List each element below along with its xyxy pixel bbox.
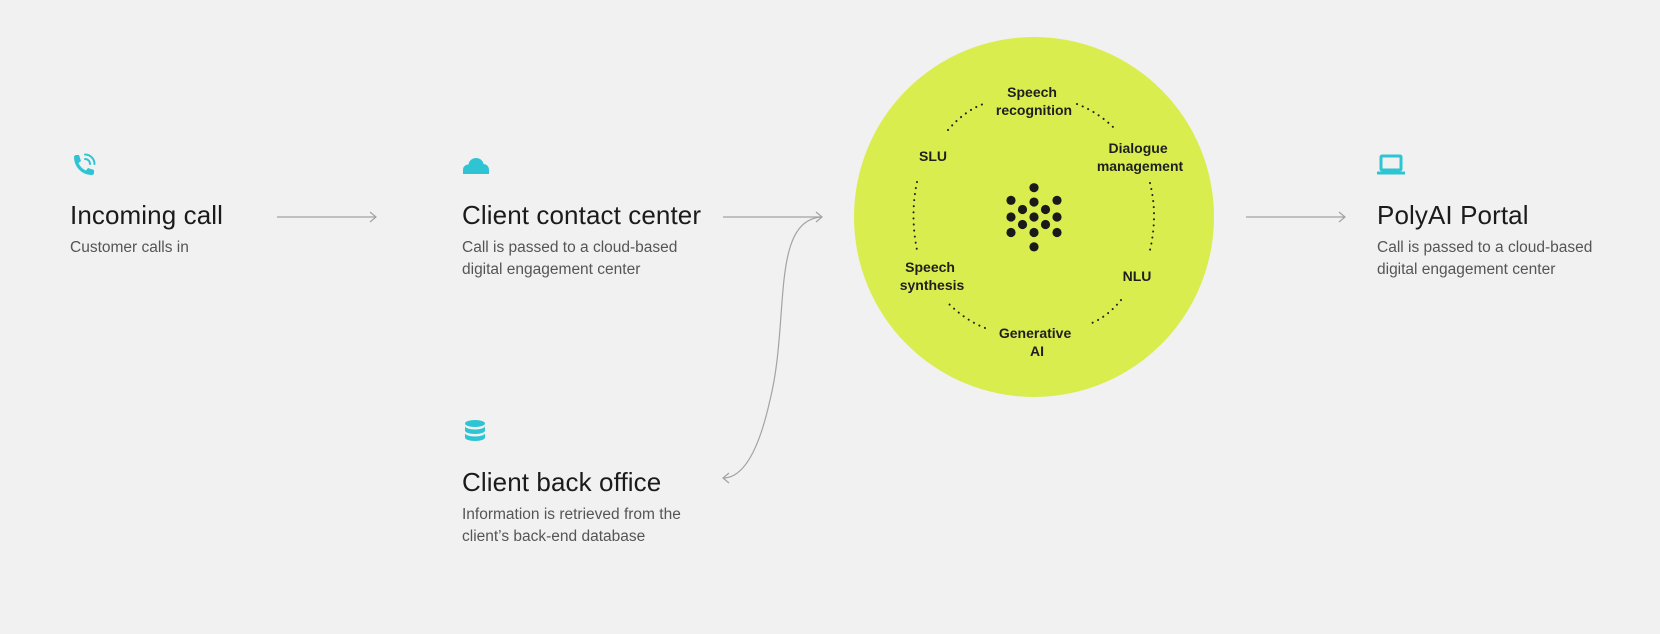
logo-dot: [1052, 195, 1062, 205]
logo-dot: [1029, 242, 1039, 252]
logo-dot: [1029, 197, 1039, 207]
label-speech-synthesis: Speech synthesis: [900, 259, 965, 293]
node-title: PolyAI Portal: [1377, 200, 1529, 230]
node-title: Client contact center: [462, 200, 702, 230]
logo-dot: [1052, 227, 1062, 238]
node-description: Customer calls in: [70, 239, 189, 256]
cloud-icon: [463, 158, 489, 174]
dotted-ring: [912, 102, 1155, 329]
logo-dot: [1040, 219, 1051, 230]
logo-dot: [1029, 212, 1039, 222]
logo-dot: [1006, 212, 1016, 222]
label-dialogue-management: Dialogue management: [1097, 140, 1184, 174]
node-title: Incoming call: [70, 200, 224, 230]
node-polyai-portal: PolyAI Portal Call is passed to a cloud-…: [1377, 151, 1627, 281]
logo-dot: [1006, 195, 1016, 205]
arrow-circle-to-portal: [1246, 211, 1346, 223]
node-title: Client back office: [462, 467, 662, 497]
node-client-contact-center: Client contact center Call is passed to …: [462, 151, 712, 281]
node-client-back-office: Client back office Information is retrie…: [462, 418, 722, 548]
label-speech-recognition: Speech recognition: [996, 84, 1072, 118]
logo-dot: [1006, 227, 1016, 238]
database-icon: [465, 420, 485, 441]
arrow-contact-to-circle: [723, 211, 823, 223]
label-generative-ai: Generative AI: [999, 325, 1075, 359]
logo-dot: [1040, 204, 1051, 215]
phone-call-icon: [74, 153, 96, 175]
logo-dot: [1017, 219, 1028, 230]
node-description: Call is passed to a cloud-based digital …: [1377, 239, 1593, 278]
polyai-logo-icon: [1006, 183, 1062, 252]
arrow-circle-to-backoffice: [722, 216, 823, 484]
logo-dot: [1052, 212, 1062, 222]
logo-dot: [1017, 204, 1028, 215]
node-description: Call is passed to a cloud-based digital …: [462, 239, 678, 278]
node-incoming-call: Incoming call Customer calls in: [70, 151, 310, 259]
laptop-icon: [1377, 154, 1405, 175]
node-description: Information is retrieved from the client…: [462, 506, 681, 545]
logo-dot: [1029, 183, 1039, 193]
label-slu: SLU: [919, 148, 947, 164]
label-nlu: NLU: [1123, 268, 1152, 284]
arrow-incoming-to-contact: [277, 211, 377, 223]
logo-dot: [1029, 227, 1039, 238]
